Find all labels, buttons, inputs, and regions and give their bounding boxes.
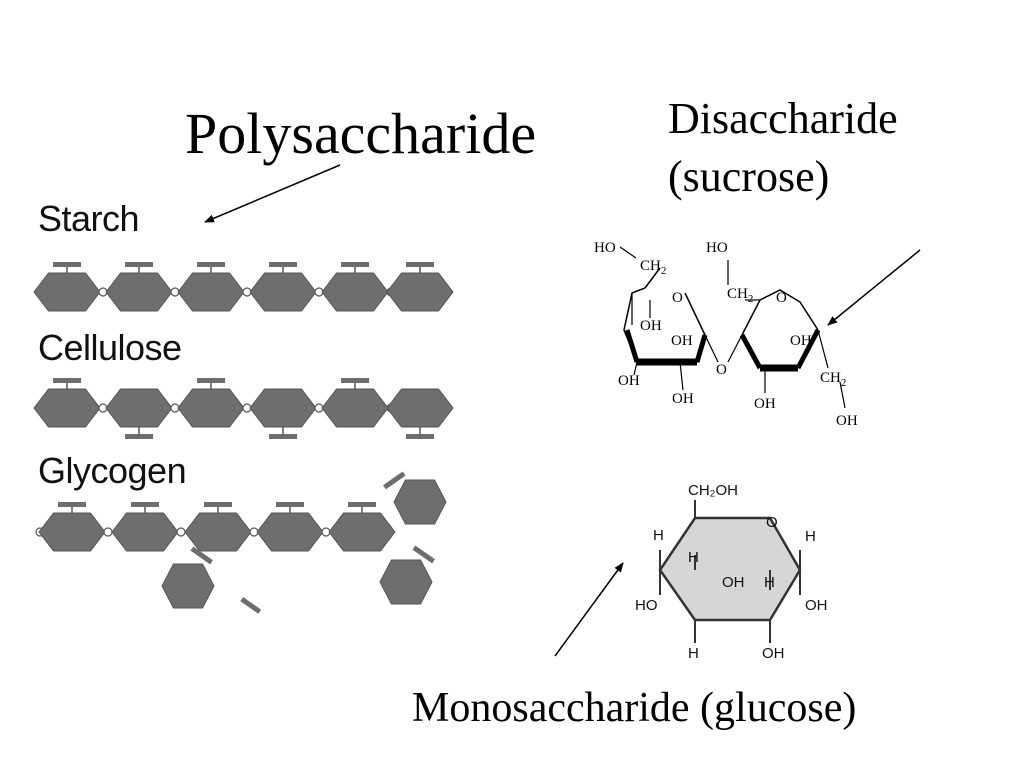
- monomer-ring: [33, 272, 101, 312]
- polysaccharide-title: Polysaccharide: [185, 101, 537, 166]
- side-group: [406, 262, 434, 267]
- glucose-oh-right: OH: [805, 597, 828, 614]
- monomer-ring: [379, 559, 433, 605]
- monomer-ring: [177, 388, 245, 428]
- side-group: [197, 262, 225, 267]
- glucose-h-bottom: H: [688, 645, 699, 662]
- side-group: [348, 502, 376, 507]
- glycosidic-link: [103, 527, 113, 537]
- side-group: [269, 434, 297, 439]
- side-group: [412, 545, 435, 564]
- sucrose-ring-o-left: O: [672, 290, 683, 306]
- monomer-ring: [105, 272, 173, 312]
- sucrose-oh-7: OH: [836, 413, 858, 429]
- arrow-to-starch: [204, 164, 341, 223]
- side-group: [406, 434, 434, 439]
- glycogen-label: Glycogen: [38, 450, 187, 491]
- arrow-to-sucrose: [827, 249, 921, 326]
- monomer-ring: [386, 272, 454, 312]
- side-group: [341, 262, 369, 267]
- monomer-ring: [249, 388, 317, 428]
- glucose-ch2oh: CH₂OH: [688, 482, 738, 499]
- glycogen-chain: [35, 471, 447, 614]
- glucose-oh-mid: OH: [722, 574, 745, 591]
- side-group: [125, 434, 153, 439]
- glucose-structure: CH₂OH O H H OH H H HO OH H OH: [635, 482, 828, 662]
- monomer-ring: [105, 388, 173, 428]
- glucose-h-mid-left: H: [688, 549, 699, 566]
- sucrose-ring-o-right: O: [776, 290, 787, 306]
- side-group: [125, 262, 153, 267]
- monomer-ring: [177, 272, 245, 312]
- monomer-ring: [321, 388, 389, 428]
- side-group: [276, 502, 304, 507]
- sucrose-ch2-top: CH2: [727, 286, 753, 305]
- monomer-ring: [256, 512, 324, 552]
- monosaccharide-title: Monosaccharide (glucose): [412, 685, 857, 731]
- disaccharide-title-line2: (sucrose): [668, 152, 830, 201]
- glycosidic-link: [176, 527, 186, 537]
- side-group: [53, 378, 81, 383]
- side-group: [383, 471, 406, 490]
- sucrose-oh-5: OH: [790, 333, 812, 349]
- sucrose-bridge-o: O: [716, 362, 727, 378]
- arrow-to-glucose: [554, 562, 624, 657]
- sucrose-oh-6: OH: [754, 396, 776, 412]
- side-group: [197, 378, 225, 383]
- disaccharide-title: Disaccharide (sucrose): [668, 90, 898, 206]
- side-group: [58, 502, 86, 507]
- side-group: [240, 597, 262, 614]
- monomer-ring: [249, 272, 317, 312]
- monomer-ring: [321, 272, 389, 312]
- cellulose-label: Cellulose: [38, 327, 182, 368]
- sucrose-ch2-left: CH2: [640, 258, 666, 277]
- cellulose-chain: [33, 378, 454, 439]
- side-group: [269, 262, 297, 267]
- sucrose-ho-left: HO: [594, 240, 616, 256]
- monomer-ring: [161, 563, 215, 609]
- monomer-ring: [184, 512, 252, 552]
- monomer-ring: [33, 388, 101, 428]
- monomer-ring: [386, 388, 454, 428]
- monomer-ring: [38, 512, 106, 552]
- glucose-h-right: H: [805, 528, 816, 545]
- sucrose-ho-top: HO: [706, 240, 728, 256]
- glucose-h-top-left: H: [653, 527, 664, 544]
- disaccharide-title-line1: Disaccharide: [668, 94, 898, 143]
- sucrose-structure: HO CH2 O OH OH OH OH O HO CH2 O OH OH CH…: [594, 240, 858, 429]
- sucrose-oh-3: OH: [618, 373, 640, 389]
- sucrose-oh-4: OH: [672, 391, 694, 407]
- monomer-ring: [393, 479, 447, 525]
- sucrose-oh-1: OH: [640, 318, 662, 334]
- sucrose-ch2-right: CH2: [820, 370, 846, 389]
- side-group: [204, 502, 232, 507]
- side-group: [190, 546, 213, 565]
- monomer-ring: [111, 512, 179, 552]
- side-group: [131, 502, 159, 507]
- starch-chain: [33, 262, 454, 312]
- glucose-ho-left: HO: [635, 597, 658, 614]
- sucrose-oh-2: OH: [671, 333, 693, 349]
- glucose-ring-o: O: [766, 514, 778, 531]
- glucose-oh-bottom: OH: [762, 645, 785, 662]
- side-group: [53, 262, 81, 267]
- monomer-ring: [328, 512, 396, 552]
- starch-label: Starch: [38, 198, 140, 239]
- side-group: [341, 378, 369, 383]
- glucose-h-mid-right: H: [764, 574, 775, 591]
